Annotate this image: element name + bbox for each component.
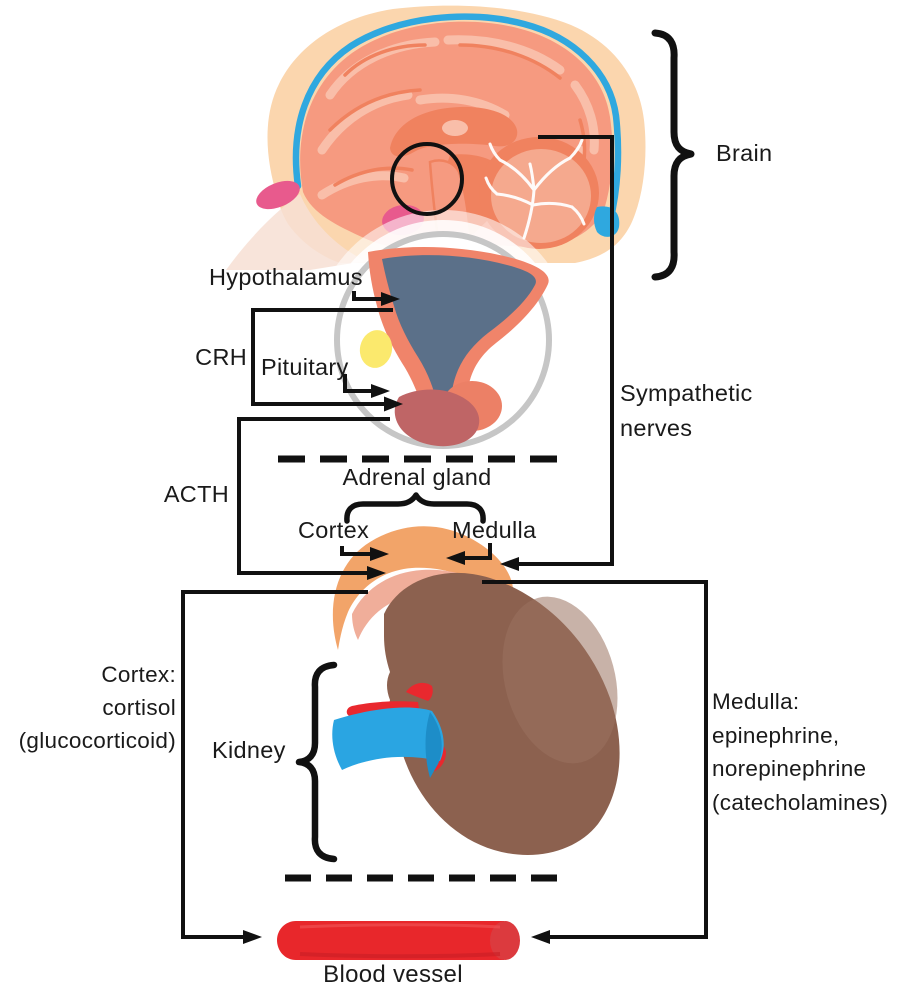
meninges-line bbox=[292, 13, 622, 225]
arbor-vitae bbox=[484, 138, 586, 240]
optic-chiasm bbox=[359, 330, 393, 368]
adrenal-brace bbox=[344, 492, 486, 524]
blood-vessel-label: Blood vessel bbox=[323, 961, 463, 988]
cortisol-output-arrowhead bbox=[243, 930, 262, 944]
pink-sinus-left bbox=[256, 180, 300, 210]
cortex-hormones-label: Cortex: cortisol (glucocorticoid) bbox=[19, 658, 176, 757]
kidney-highlight bbox=[502, 596, 618, 764]
hypothalamus-label: Hypothalamus bbox=[209, 264, 363, 290]
medulla-hormones-label: Medulla: epinephrine, norepinephrine (ca… bbox=[712, 685, 888, 819]
cortisol-output-line bbox=[181, 590, 368, 939]
braces bbox=[295, 29, 695, 863]
acth-pathway-line bbox=[237, 417, 390, 575]
connectors bbox=[181, 135, 708, 939]
cerebellum bbox=[479, 137, 599, 249]
renal-vein bbox=[332, 707, 444, 770]
vessel-shade bbox=[299, 952, 501, 959]
vessel-cap bbox=[490, 921, 520, 960]
callosum-hole bbox=[442, 120, 468, 136]
cortex-hormones-line2: cortisol bbox=[102, 695, 176, 720]
medulla-hormones-line3: norepinephrine bbox=[712, 756, 867, 781]
hypothalamus-arrowhead bbox=[381, 292, 400, 306]
zoom-annotation-circle bbox=[390, 142, 464, 216]
acth-arrowhead bbox=[367, 566, 386, 580]
sympathetic-nerves-line2: nerves bbox=[620, 415, 693, 441]
kidney-brace bbox=[295, 661, 338, 863]
medulla-output-arrowhead bbox=[531, 930, 550, 944]
medulla-pointer-line bbox=[464, 543, 492, 560]
cortex-hormones-line3: (glucocorticoid) bbox=[18, 728, 176, 753]
blood-vessel-illustration bbox=[277, 921, 520, 960]
sympathetic-nerves-label: Sympathetic nerves bbox=[620, 376, 753, 446]
kidney-label: Kidney bbox=[212, 737, 286, 763]
hypothalamus-pointer-line bbox=[352, 291, 382, 301]
crh-arrowhead bbox=[384, 396, 403, 412]
magnifier-view bbox=[313, 210, 573, 470]
acth-label: ACTH bbox=[163, 481, 229, 507]
brain-label: Brain bbox=[716, 140, 773, 166]
pituitary-label: Pituitary bbox=[261, 354, 349, 380]
medulla-hormones-line1: Medulla: bbox=[712, 689, 800, 714]
arrowheads bbox=[243, 292, 550, 944]
pituitary-arrowhead bbox=[371, 384, 390, 398]
crh-pathway-line bbox=[251, 308, 393, 406]
renal-artery-branch bbox=[406, 682, 433, 701]
brain-illustration bbox=[226, 5, 646, 270]
medulla-hormones-line4: (catecholamines) bbox=[712, 789, 889, 815]
cortex-label: Cortex bbox=[298, 517, 370, 543]
crh-label: CRH bbox=[195, 344, 247, 370]
renal-vein-shadow bbox=[425, 712, 442, 778]
sympathetic-nerve-line bbox=[518, 135, 614, 566]
adrenal-gland-label: Adrenal gland bbox=[342, 464, 492, 490]
pituitary-anterior bbox=[394, 389, 480, 447]
sympathetic-nerves-line1: Sympathetic bbox=[620, 380, 753, 406]
medulla-label: Medulla bbox=[452, 517, 537, 543]
sulci-dark bbox=[328, 43, 587, 187]
hypothalamus-shape bbox=[382, 255, 536, 404]
vessel-highlight bbox=[299, 923, 501, 929]
brain-brace bbox=[651, 29, 695, 281]
medulla-output-line bbox=[482, 580, 708, 939]
medulla-arrowhead bbox=[446, 551, 465, 565]
vessel-body bbox=[277, 921, 504, 960]
cortex-arrowhead bbox=[370, 547, 389, 561]
sympathetic-arrowhead bbox=[500, 557, 519, 571]
pituitary-pointer-line bbox=[343, 374, 372, 393]
cortex-pointer-line bbox=[340, 546, 371, 556]
medulla-hormones-line2: epinephrine, bbox=[712, 722, 840, 748]
cortex-hormones-line1: Cortex: bbox=[101, 662, 176, 687]
face-fade bbox=[226, 194, 366, 270]
